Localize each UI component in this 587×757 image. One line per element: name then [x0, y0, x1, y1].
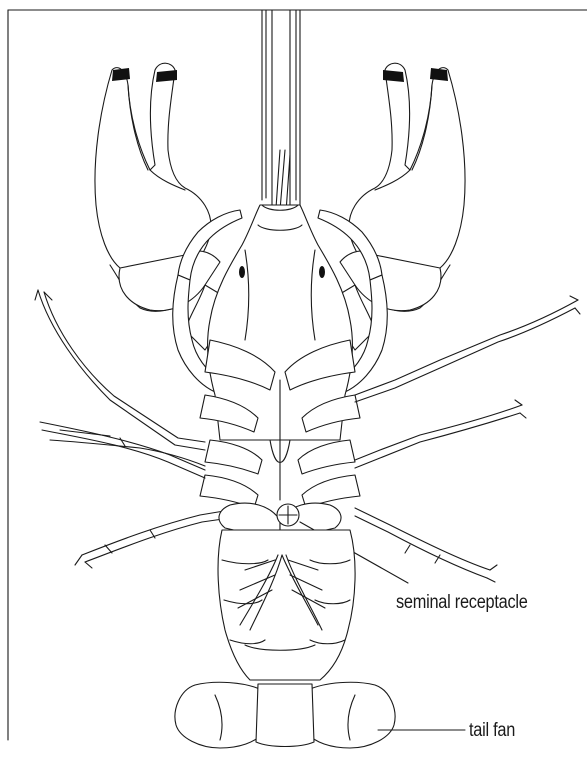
tail-fan-label: tail fan	[469, 720, 515, 742]
abdomen	[218, 530, 355, 680]
right-walking-legs	[355, 296, 580, 582]
seminal-receptacle-label: seminal receptacle	[396, 592, 528, 614]
tail-fan	[175, 682, 465, 748]
antenna-shaft	[262, 10, 300, 212]
